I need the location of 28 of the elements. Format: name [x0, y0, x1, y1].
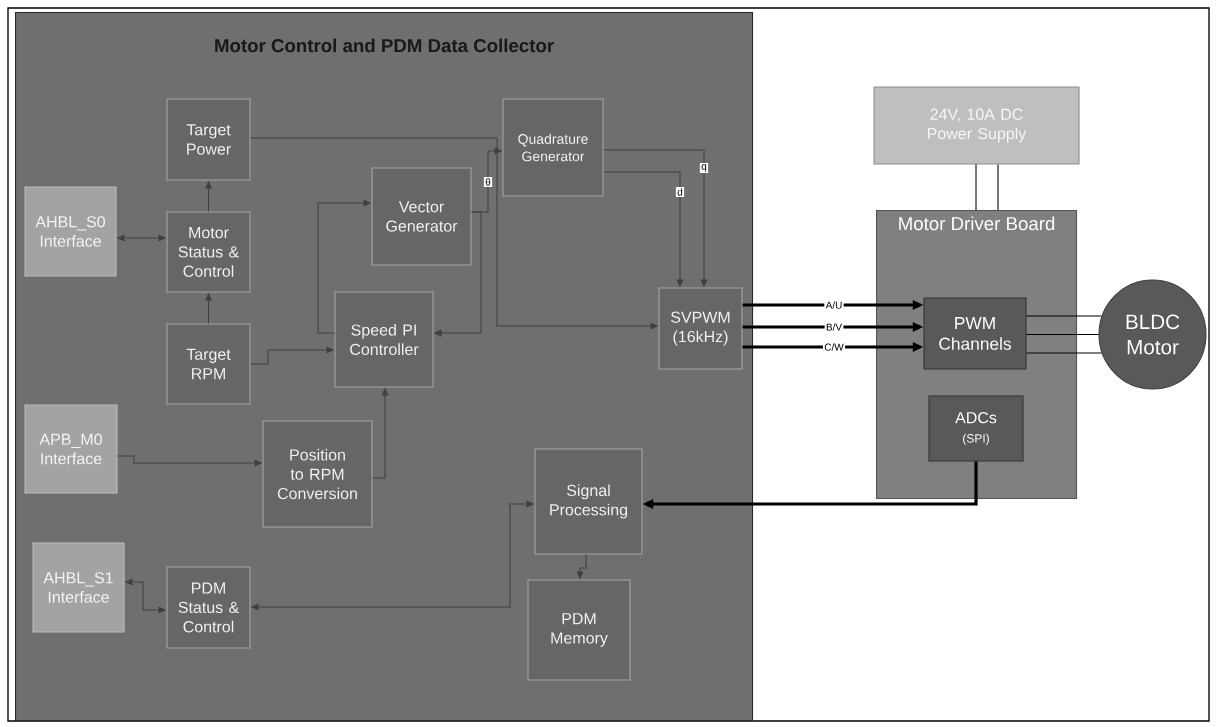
interface-box: AHBL_S0 Interface [24, 186, 117, 277]
process-box: Speed PI Controller [334, 291, 434, 388]
edge-label: q [699, 162, 709, 174]
connector-line [997, 164, 999, 211]
process-box: Target Power [166, 98, 251, 181]
process-box: SVPWM (16kHz) [658, 287, 743, 370]
process-box: Signal Processing [534, 448, 643, 555]
power-supply-box: 24V, 10A DC Power Supply [873, 86, 1080, 165]
connector-line [1026, 333, 1099, 336]
process-box: Target RPM [166, 323, 251, 405]
process-box: Position to RPM Conversion [262, 420, 373, 528]
connector-line [1026, 352, 1103, 354]
edge-label: C/W [822, 342, 846, 352]
edge-label: B/V [824, 322, 844, 332]
edge-label: d [675, 187, 685, 197]
process-box: PWM Channels [923, 297, 1027, 370]
connector-line [975, 164, 977, 211]
process-box: Quadrature Generator [502, 98, 604, 197]
interface-box: APB_M0 Interface [24, 404, 118, 494]
process-box: Vector Generator [371, 167, 472, 266]
connector-line [1026, 315, 1103, 317]
process-box: ADCs (SPI) [928, 395, 1024, 462]
interface-box: AHBL_S1 Interface [32, 542, 125, 633]
process-box: PDM Memory [527, 579, 631, 681]
process-box: PDM Status & Control [166, 566, 251, 649]
edge-label: A/U [824, 300, 844, 310]
edge-label: θ [483, 177, 493, 187]
process-box: Motor Status & Control [166, 211, 251, 293]
